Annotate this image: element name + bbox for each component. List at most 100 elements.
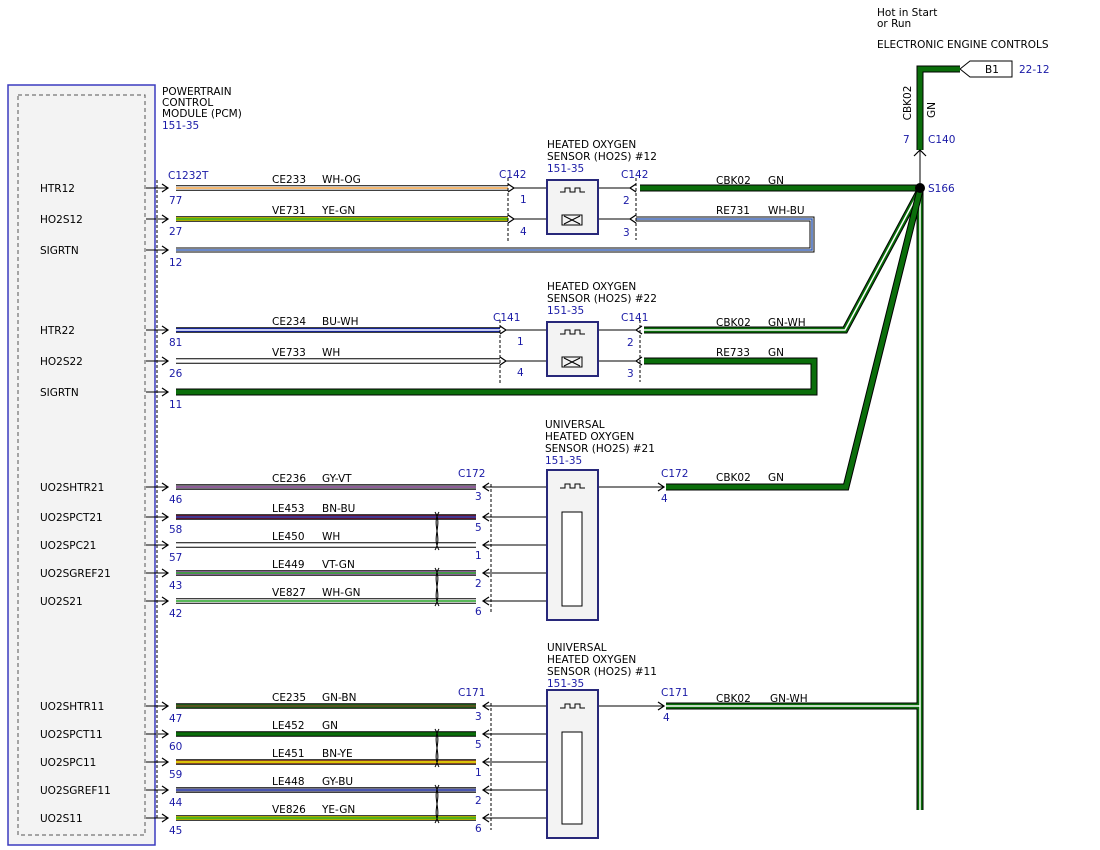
c172-right: C172 xyxy=(661,468,688,480)
row-uo2spct21-7-sensor-pin: 5 xyxy=(475,522,482,534)
row-uo2shtr21-6-sensor-pin: 3 xyxy=(475,491,482,503)
sensor-uho2s11-box-heater-icon xyxy=(560,703,585,709)
row-uo2s21-10-pcm-pin: 42 xyxy=(169,608,182,620)
rw4-pin: 4 xyxy=(661,493,668,505)
c140-pin: 7 xyxy=(903,134,910,146)
row-htr22-3-circuit: CE234 xyxy=(272,316,306,328)
row-uo2spc21-8-pcm-arrow xyxy=(161,540,170,550)
row-uo2s21-10-signal: UO2S21 xyxy=(40,596,83,608)
rw4-color: GN xyxy=(768,472,784,484)
power-line-2: or Run xyxy=(877,18,911,30)
pcm-title-1: POWERTRAIN xyxy=(162,86,232,98)
twist-pair-21-b xyxy=(434,567,440,607)
row-uo2shtr21-6-signal: UO2SHTR21 xyxy=(40,482,104,494)
row-uo2s11-15-pcm-arrow xyxy=(161,813,170,823)
row-uo2shtr21-6-circuit: CE236 xyxy=(272,473,306,485)
row-uo2shtr21-6-color: GY-VT xyxy=(322,473,352,485)
twist-pair-11-b xyxy=(434,784,440,824)
sensor-21-ref: 151-35 xyxy=(545,455,582,467)
wire-cbk02-gn-wh-11 xyxy=(666,188,923,810)
row-uo2spct11-12-circuit: LE452 xyxy=(272,720,305,732)
wire-feed-cbk02 xyxy=(917,66,960,150)
c171-left: C171 xyxy=(458,687,485,699)
sensor-11-ref: 151-35 xyxy=(547,678,584,690)
sensor-ho2s22-box-element-icon xyxy=(561,356,583,368)
row-uo2spc21-8-sensor-pin: 1 xyxy=(475,550,482,562)
row-ho2s22-4-sensor-pin: 4 xyxy=(517,367,524,379)
rw3-pin: 3 xyxy=(627,368,634,380)
fuse-label: B1 xyxy=(985,64,999,76)
row-uo2shtr11-11-signal: UO2SHTR11 xyxy=(40,701,104,713)
c142-right-arrow-1 xyxy=(628,183,637,193)
row-ho2s22-4-circuit: VE733 xyxy=(272,347,306,359)
row-ho2s12-1-pcm-pin: 27 xyxy=(169,226,182,238)
row-uo2s11-15-sensor-pin: 6 xyxy=(475,823,482,835)
rw3-circuit: RE733 xyxy=(716,347,750,359)
row-htr12-0-signal: HTR12 xyxy=(40,183,75,195)
row-uo2sgref21-9-sensor-pin: 2 xyxy=(475,578,482,590)
row-uo2shtr11-11-color: GN-BN xyxy=(322,692,356,704)
row-htr12-0-pcm-arrow xyxy=(161,183,170,193)
row-uo2spct21-7-pcm-arrow xyxy=(161,512,170,522)
c141-right-arrow-2 xyxy=(634,356,643,366)
sensor-ho2s12-box xyxy=(546,179,599,235)
row-sigrtn-2-signal: SIGRTN xyxy=(40,245,79,257)
row-ho2s12-1-color: YE-GN xyxy=(321,205,355,217)
sensor-12-ref: 151-35 xyxy=(547,163,584,175)
rw5-circuit: CBK02 xyxy=(716,693,751,705)
row-uo2s11-15-color: YE-GN xyxy=(321,804,355,816)
wire-sigrtn-12-outline xyxy=(176,216,815,253)
row-uo2sgref11-14-pcm-pin: 44 xyxy=(169,797,183,809)
sensor-12-title-1: HEATED OXYGEN xyxy=(547,139,636,151)
row-uo2spct21-7-circuit: LE453 xyxy=(272,503,305,515)
row-uo2sgref11-14-signal: UO2SGREF11 xyxy=(40,785,111,797)
row-htr12-0-circuit: CE233 xyxy=(272,174,306,186)
row-uo2spct21-7-pcm-pin: 58 xyxy=(169,524,182,536)
row-uo2s21-10-pcm-arrow xyxy=(161,596,170,606)
row-ho2s22-4-pcm-arrow xyxy=(161,356,170,366)
power-line-1: Hot in Start xyxy=(877,7,937,19)
row-uo2shtr11-11-pcm-pin: 47 xyxy=(169,713,182,725)
row-sigrtn-5-pcm-pin: 11 xyxy=(169,399,182,411)
rw0-circuit: CBK02 xyxy=(716,175,751,187)
sensor-ho2s22-box-heater-icon xyxy=(560,329,585,335)
c172-left: C172 xyxy=(458,468,485,480)
row-uo2s21-10-color: WH-GN xyxy=(322,587,360,599)
row-uo2sgref11-14-circuit: LE448 xyxy=(272,776,305,788)
feed-circuit: CBK02 xyxy=(902,86,914,121)
row-uo2spc21-8-signal: UO2SPC21 xyxy=(40,540,96,552)
sensor-ho2s12-box-cross-icon xyxy=(563,215,581,225)
pcm-connector: C1232T xyxy=(168,170,209,182)
row-htr12-0-sensor-pin: 1 xyxy=(520,194,527,206)
row-ho2s22-4-color: WH xyxy=(322,347,340,359)
row-uo2sgref11-14-pcm-arrow xyxy=(161,785,170,795)
row-htr22-3-pcm-arrow xyxy=(161,325,170,335)
row-htr12-0-pcm-pin: 77 xyxy=(169,195,182,207)
sensor-12-title-2: SENSOR (HO2S) #12 xyxy=(547,151,657,163)
rw0-pin: 2 xyxy=(623,195,630,207)
row-uo2spct11-12-signal: UO2SPCT11 xyxy=(40,729,103,741)
row-uo2shtr11-11-sensor-pin: 3 xyxy=(475,711,482,723)
row-uo2sgref21-9-color: VT-GN xyxy=(322,559,355,571)
wire-sigrtn-11-outline xyxy=(176,357,818,396)
wire-cbk02-gn-wh-22-tracer xyxy=(644,189,921,331)
row-uo2spct11-12-pcm-arrow xyxy=(161,729,170,739)
pcm-title-3: MODULE (PCM) xyxy=(162,108,242,120)
row-uo2s11-15-signal: UO2S11 xyxy=(40,813,83,825)
row-uo2spct11-12-color: GN xyxy=(322,720,338,732)
c171-right: C171 xyxy=(661,687,688,699)
wire-sigrtn-11 xyxy=(176,358,817,395)
row-uo2spc11-13-sensor-pin: 1 xyxy=(475,767,482,779)
row-sigrtn-2-pcm-arrow xyxy=(161,245,170,255)
row-uo2spct21-7-signal: UO2SPCT21 xyxy=(40,512,103,524)
row-uo2s21-10-circuit: VE827 xyxy=(272,587,306,599)
row-htr22-3-signal: HTR22 xyxy=(40,325,75,337)
sensor-22-ref: 151-35 xyxy=(547,305,584,317)
row-uo2spc21-8-pcm-pin: 57 xyxy=(169,552,182,564)
sensor-uho2s21-box-heater-icon xyxy=(560,483,585,489)
row-htr12-0-color: WH-OG xyxy=(322,174,361,186)
row-sigrtn-2-pcm-pin: 12 xyxy=(169,257,182,269)
row-uo2spc11-13-pcm-arrow xyxy=(161,757,170,767)
